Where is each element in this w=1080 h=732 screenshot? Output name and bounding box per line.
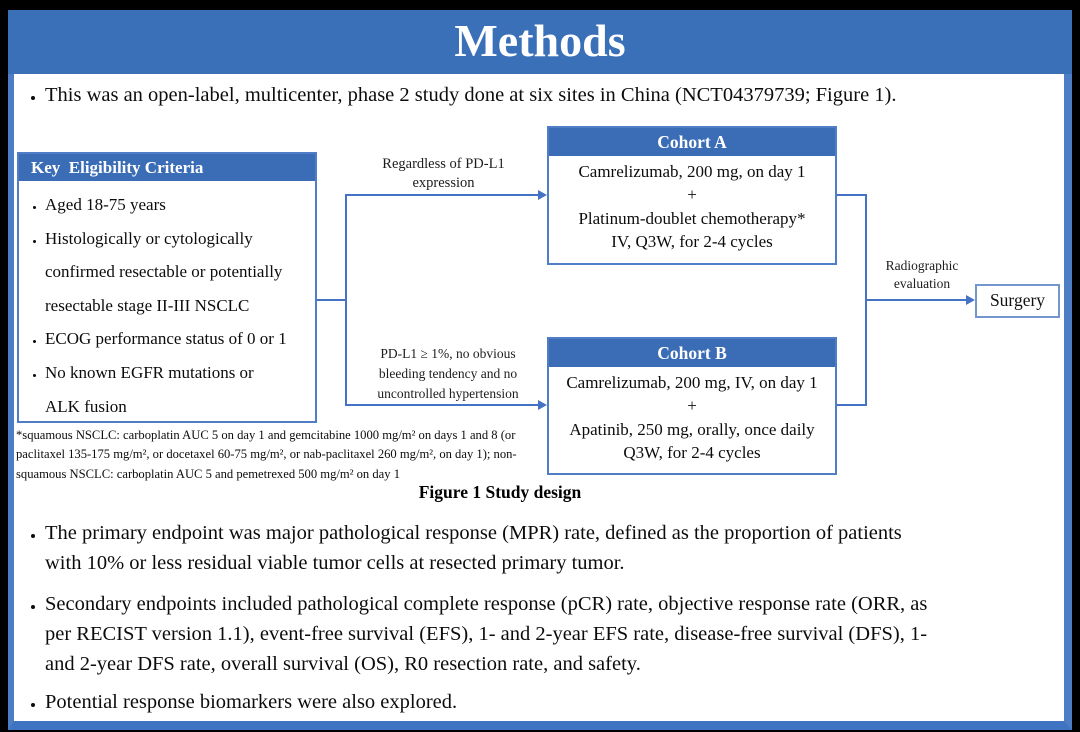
chemo-footnote: *squamous NSCLC: carboplatin AUC 5 on da… [16,428,517,481]
bullet-text: This was an open-label, multicenter, pha… [45,80,1080,110]
bullet-study-overview: This was an open-label, multicenter, pha… [12,80,1080,110]
eligibility-box: Key Eligibility Criteria Aged 18-75 year… [17,152,317,423]
figure-caption: Figure 1 Study design [418,482,582,502]
eligibility-item-age: Aged 18-75 years [45,188,315,222]
arrowhead-cohort-a-icon [538,190,547,200]
connector-to-cohort-b [345,404,539,406]
bullet-text: Secondary endpoints included pathologica… [45,589,1080,679]
eligibility-box-title: Key Eligibility Criteria [19,154,315,181]
connector-eligibility-out [317,299,347,301]
slide-header-band: Methods [8,10,1072,74]
connector-cohort-b-out [837,404,867,406]
cohort-a-box: Cohort A Camrelizumab, 200 mg, on day 1+… [547,126,837,265]
arrowhead-surgery-icon [966,295,975,305]
cohort-b-regimen: Camrelizumab, 200 mg, IV, on day 1+Apati… [566,373,818,463]
connector-to-cohort-a [345,194,539,196]
connector-branch-vertical [345,194,347,406]
page-title: Methods [454,15,626,66]
cohort-a-title: Cohort A [549,128,835,156]
connector-cohort-a-out [837,194,867,196]
cohort-b-box: Cohort B Camrelizumab, 200 mg, IV, on da… [547,337,837,475]
arrowhead-cohort-b-icon [538,400,547,410]
cohort-a-regimen: Camrelizumab, 200 mg, on day 1+Platinum-… [578,162,806,252]
bullet-secondary-endpoints: Secondary endpoints included pathologica… [12,589,1080,679]
cohort-b-title: Cohort B [549,339,835,367]
bullet-text: The primary endpoint was major pathologi… [45,518,1080,578]
eligibility-item-ecog: ECOG performance status of 0 or 1 [45,322,315,356]
bullet-primary-endpoint: The primary endpoint was major pathologi… [12,518,1080,578]
bullet-text: Potential response biomarkers were also … [45,687,1080,717]
eligibility-criteria-list: Aged 18-75 years Histologically or cytol… [19,188,315,423]
eligibility-item-histology: Histologically or cytologicallyconfirmed… [45,222,315,323]
connector-to-surgery [865,299,967,301]
bullet-biomarkers: Potential response biomarkers were also … [12,687,1080,717]
surgery-box: Surgery [975,284,1060,318]
